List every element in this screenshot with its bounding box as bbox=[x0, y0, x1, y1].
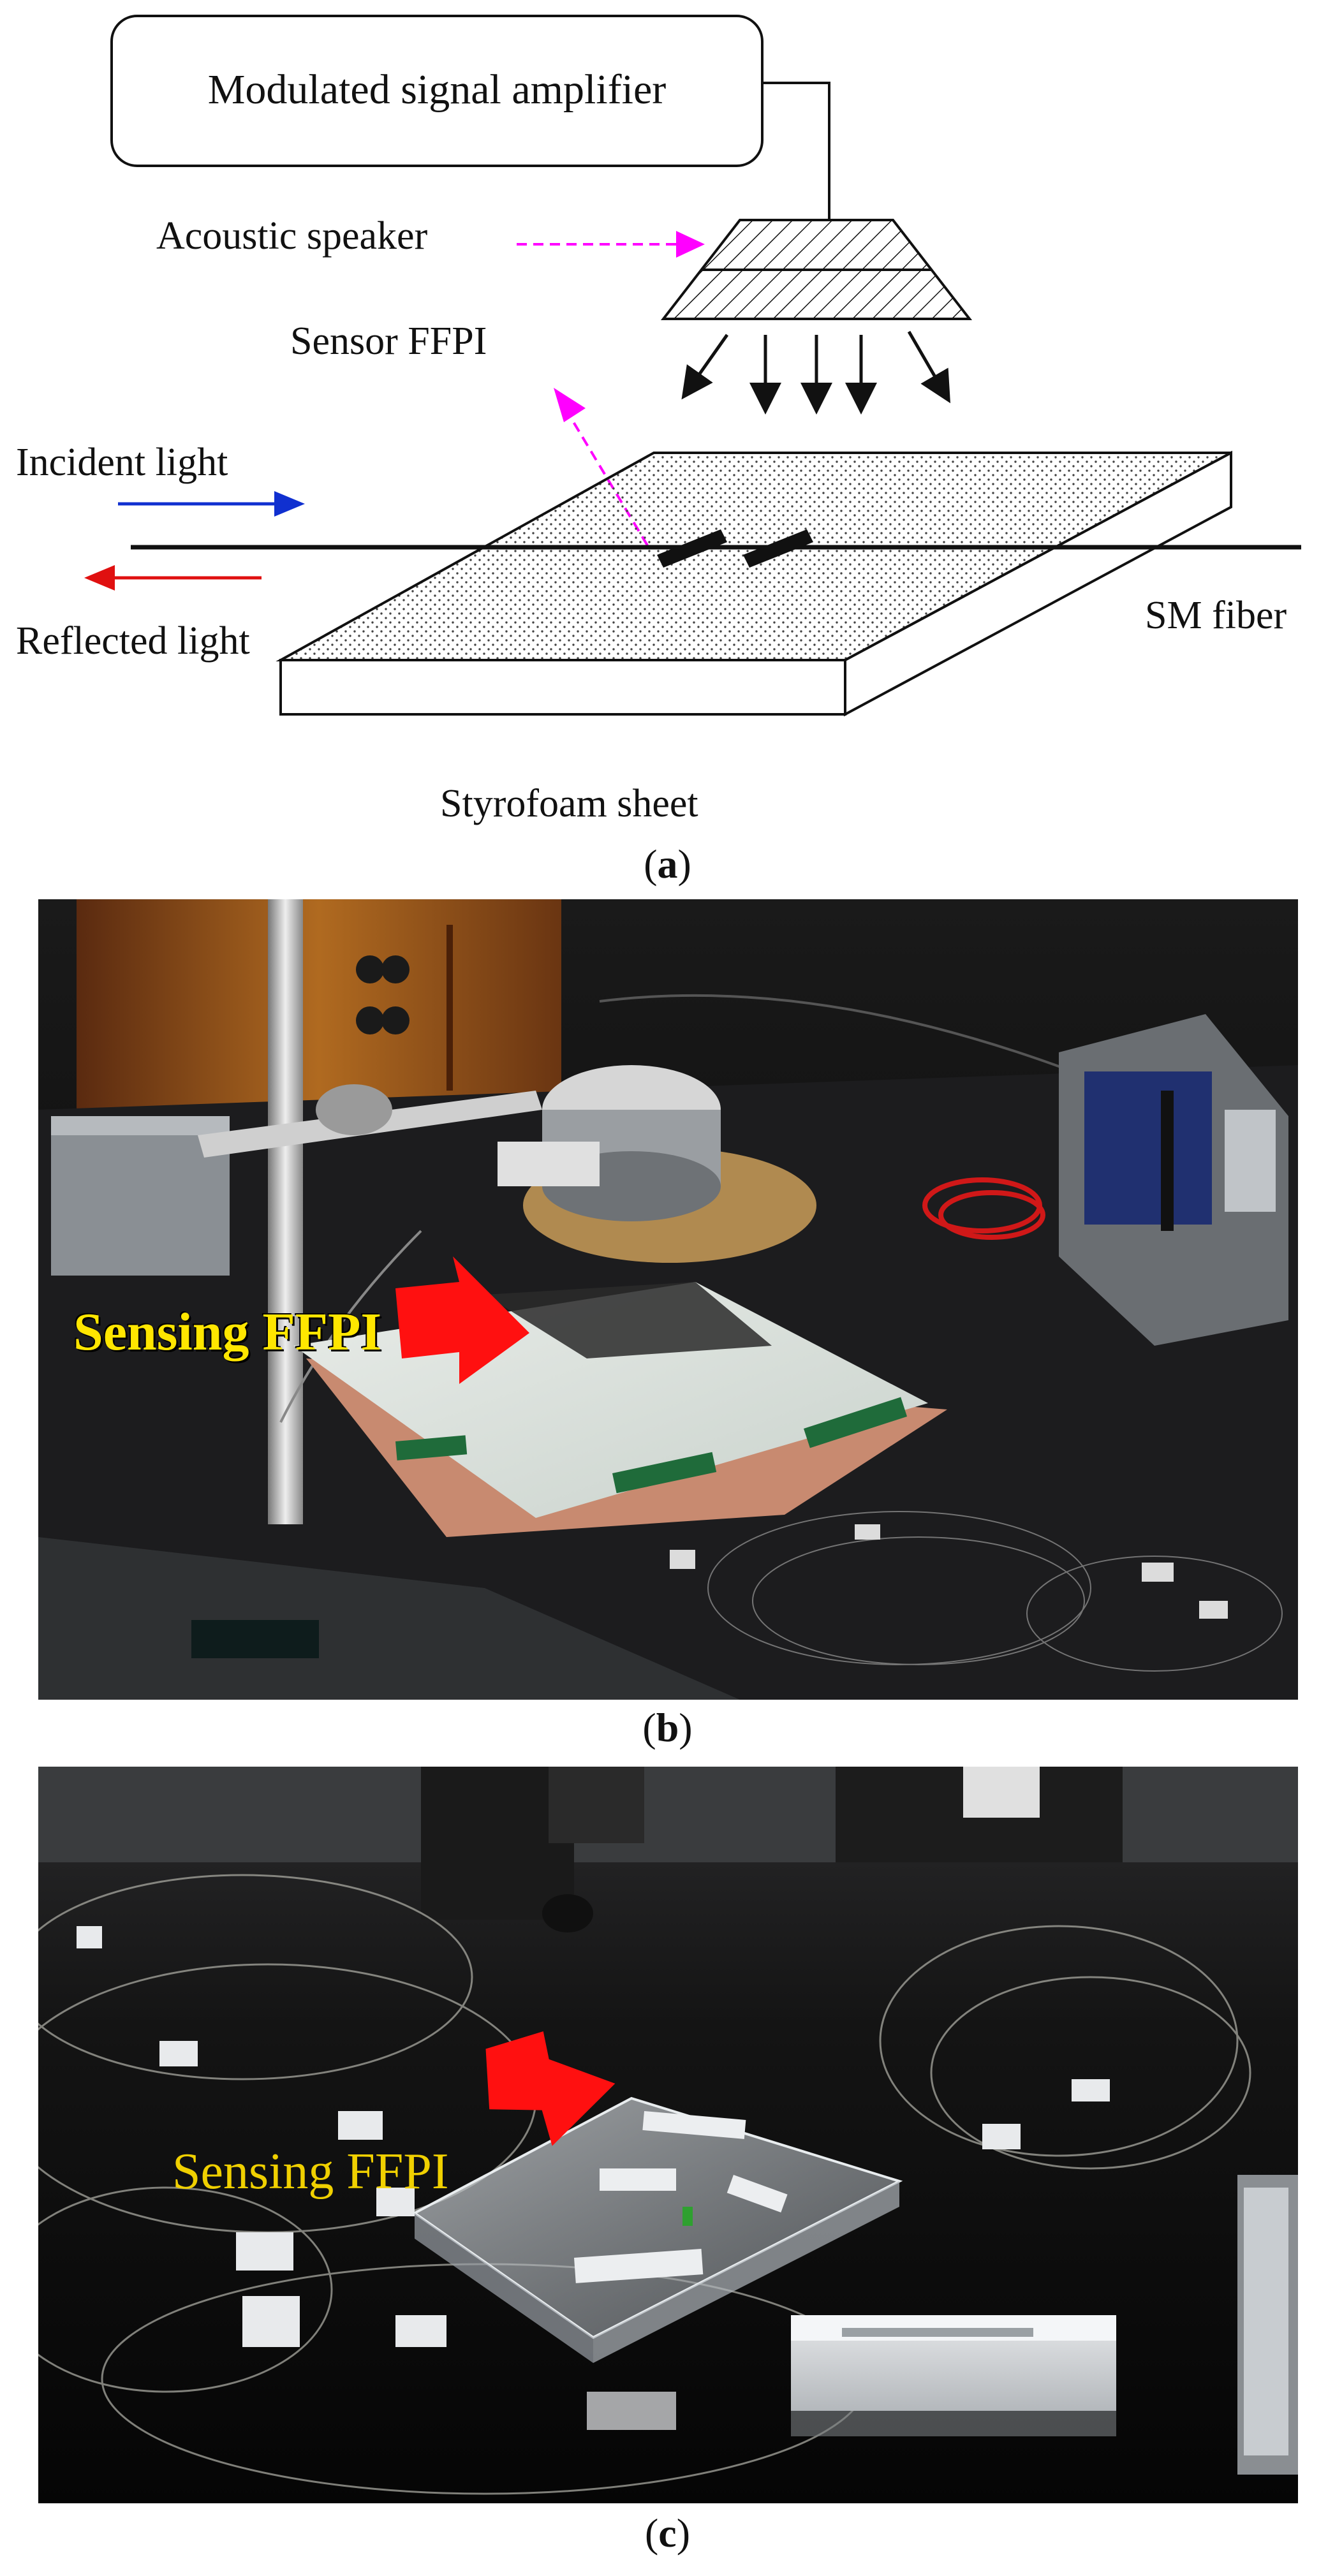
sensing-ffpi-label-c: Sensing FFPI bbox=[172, 2144, 449, 2200]
photo-b-canvas bbox=[38, 899, 1298, 1700]
speaker-icon bbox=[660, 219, 973, 320]
caption-a: (a) bbox=[644, 841, 691, 887]
acrylic-box bbox=[412, 2096, 903, 2363]
sheet-label: Styrofoam sheet bbox=[440, 782, 698, 825]
ffpi-sensor-marks bbox=[657, 529, 813, 568]
sensor-label: Sensor FFPI bbox=[290, 320, 487, 363]
amplifier-label: Modulated signal amplifier bbox=[208, 66, 667, 113]
speaker-pointer-arrow bbox=[517, 231, 705, 258]
caption-b: (b) bbox=[642, 1705, 693, 1750]
tape-pieces-c bbox=[77, 1926, 1110, 2430]
schematic-canvas: Modulated signal amplifier Acoustic spea… bbox=[16, 15, 1301, 825]
detector-box bbox=[1059, 1014, 1288, 1346]
photo-styrofoam-setup: Sensing FFPI bbox=[38, 899, 1298, 1700]
styrofoam-sheet bbox=[276, 450, 1232, 717]
cabinet-knobs bbox=[356, 925, 453, 1091]
sensing-ffpi-label-b: Sensing FFPI bbox=[73, 1302, 382, 1362]
sensor-pointer-arrow-c bbox=[485, 2031, 616, 2146]
tape-pieces-b bbox=[670, 1524, 1228, 1619]
sensor-pointer-arrow-b bbox=[395, 1256, 529, 1384]
sound-wave-arrows bbox=[681, 330, 951, 415]
aluminium-block bbox=[791, 2315, 1116, 2436]
caption-c: (c) bbox=[644, 2510, 691, 2556]
fiber-coils-b bbox=[707, 1511, 1283, 1672]
metal-block bbox=[51, 1116, 230, 1276]
speaker-label: Acoustic speaker bbox=[156, 214, 428, 258]
speaker-photo bbox=[498, 1065, 816, 1263]
amplifier-cable bbox=[762, 82, 830, 220]
photo-acrylic-setup: Sensing FFPI bbox=[38, 1767, 1298, 2503]
clamp-pole bbox=[268, 899, 303, 1524]
amplifier-box bbox=[110, 15, 763, 167]
setup-schematic: Modulated signal amplifier Acoustic spea… bbox=[0, 0, 1335, 829]
reflected-arrow bbox=[84, 565, 262, 591]
incident-label: Incident light bbox=[16, 441, 228, 484]
instrument-cabinet bbox=[77, 899, 561, 1110]
incident-arrow bbox=[118, 491, 305, 517]
photo-c-canvas bbox=[38, 1767, 1298, 2503]
reflected-label: Reflected light bbox=[16, 619, 250, 663]
fiber-label: SM fiber bbox=[1145, 594, 1287, 637]
red-cable-coil bbox=[922, 1177, 1045, 1240]
